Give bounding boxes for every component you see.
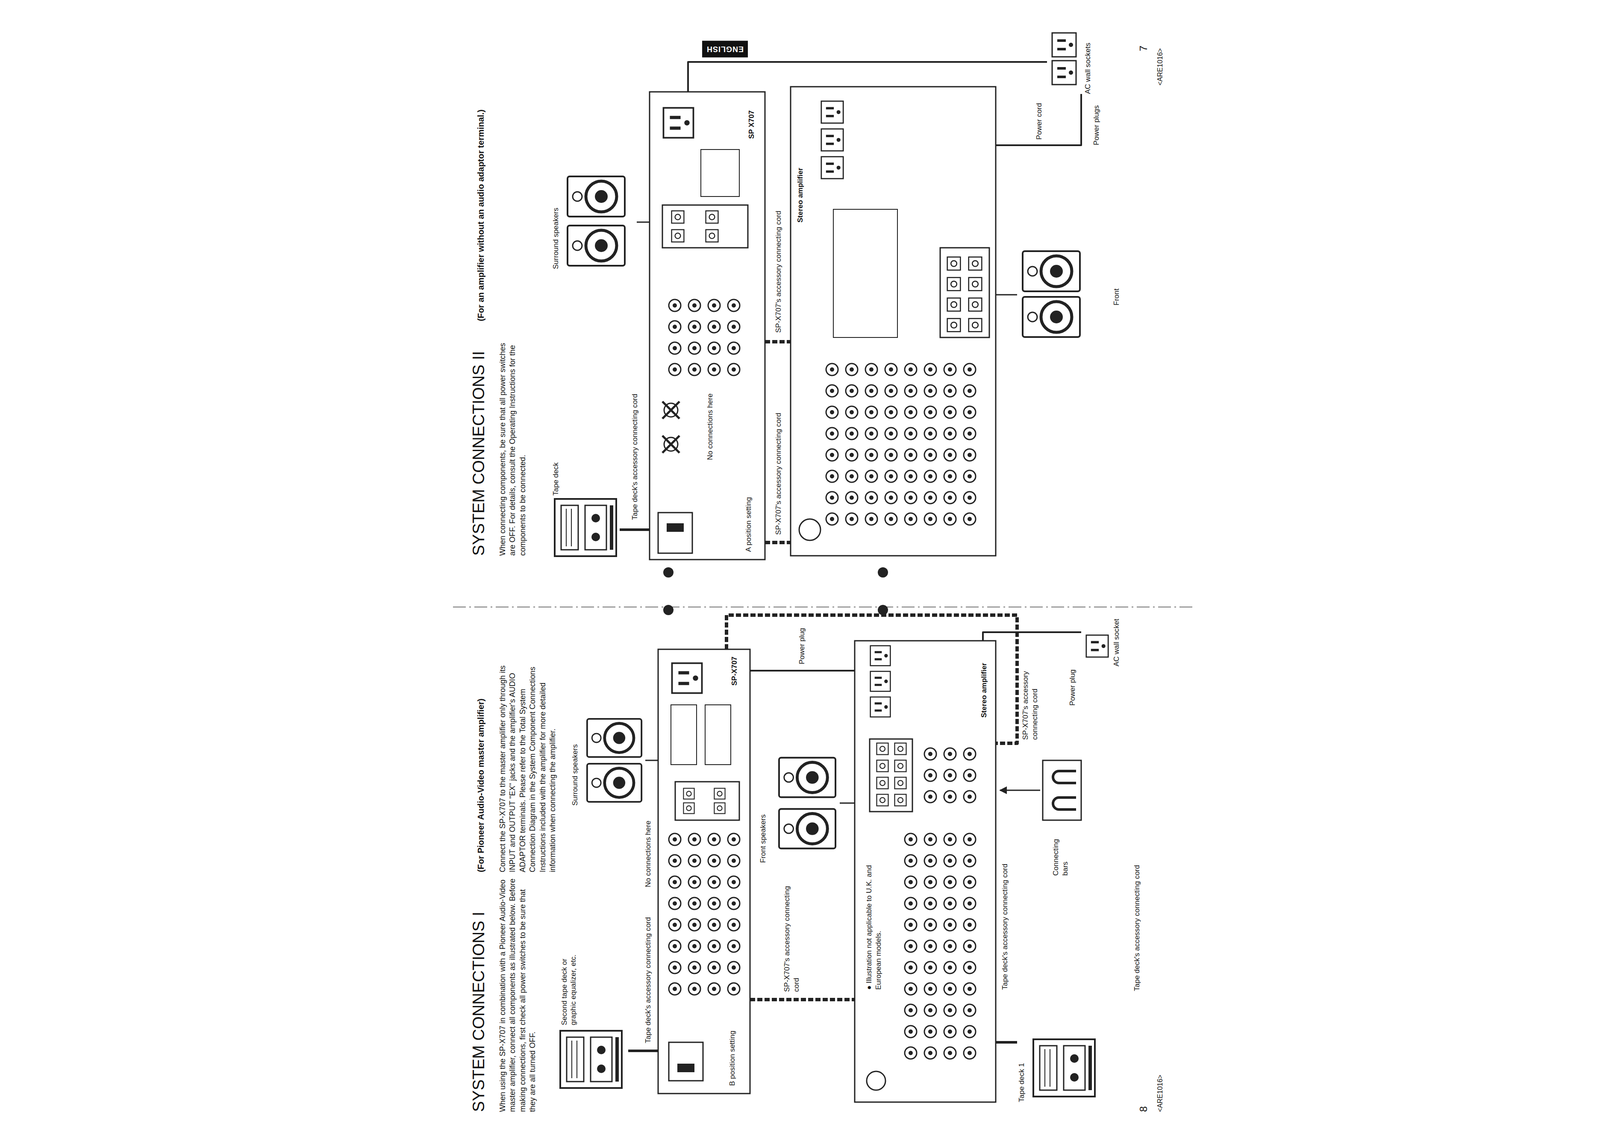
cable-connector — [764, 340, 791, 344]
node-label: AC wall socket — [1111, 615, 1121, 667]
jack-note: No connections here — [643, 819, 654, 889]
cord-label: SP-X707's accessory connecting cord — [773, 209, 784, 335]
cord-note: Tape deck's accessory connecting cord — [1132, 865, 1142, 992]
speaker-pair: Surround speakers — [570, 714, 646, 806]
cable-connector — [750, 998, 855, 1002]
cable-connector — [636, 221, 650, 224]
wall-socket: AC wall sockets — [1047, 28, 1120, 95]
cable-connector — [619, 528, 650, 532]
page-subheading: (For an amplifier without an audio adapt… — [475, 109, 487, 322]
page-number: 7 — [1136, 45, 1150, 52]
cable-connector — [995, 94, 1082, 146]
wall-socket: AC wall socket — [1081, 613, 1137, 667]
instruction-text: When connecting components, be sure that… — [497, 333, 528, 556]
node-label: Surround speakers — [551, 207, 561, 270]
cable-connector — [628, 1050, 659, 1053]
cable-connector — [764, 541, 791, 545]
page-subheading: (For Pioneer Audio-Video master amplifie… — [475, 698, 487, 873]
speaker-pair: Front — [1017, 247, 1124, 342]
tape-deck: Tape deck — [547, 452, 620, 560]
speaker-pair: Front speakers — [758, 752, 840, 864]
cord-label: Tape deck's accessory connecting cord — [643, 916, 654, 1045]
node-label: Surround speakers — [570, 744, 580, 806]
language-tab: ENGLISH — [702, 40, 748, 58]
cable-connector — [995, 1041, 1018, 1045]
cable-connector — [839, 802, 855, 805]
document-code: <ARE1016> — [1155, 48, 1165, 86]
processor-unit: SP X707 — [649, 91, 765, 560]
node-label: Front speakers — [758, 814, 768, 864]
node-label: Tape deck 1 — [1017, 1063, 1027, 1103]
amplifier-unit: Stereo amplifier — [790, 86, 996, 556]
cord-label: Tape deck's accessory connecting cord — [629, 392, 641, 522]
tape-deck: Tape deck 1 — [1017, 1000, 1103, 1103]
plug-note: Power plugs — [1091, 105, 1102, 146]
node-label: AC wall sockets — [1083, 29, 1093, 95]
node-label: Second tape deck or graphic equalizer, e… — [559, 940, 579, 1026]
cord-label: SP-X707's accessory connecting cord — [782, 869, 802, 994]
cord-label: Power cord — [1034, 101, 1045, 142]
cord-label: Power plug — [1067, 668, 1078, 708]
part-callout: Connecting bars — [1051, 829, 1071, 877]
tape-deck: Second tape deck or graphic equalizer, e… — [551, 938, 629, 1092]
node-label: SP X707 — [747, 110, 756, 139]
switch-note: A position setting — [743, 495, 754, 554]
jack-note: No connections here — [705, 392, 716, 462]
cable-connector — [995, 294, 1018, 296]
instruction-text: Connect the SP-X707 to the master amplif… — [497, 650, 558, 873]
cable-connector — [688, 61, 1048, 92]
cord-label: Power plug — [797, 626, 808, 666]
cable-connector — [726, 615, 1018, 744]
node-label: Tape deck — [551, 455, 561, 496]
switch-note: B position setting — [727, 1029, 738, 1088]
node-label: Stereo amplifier — [979, 663, 989, 719]
cord-label: SP-X707's accessory connecting cord — [773, 411, 784, 537]
page-heading: SYSTEM CONNECTIONS II — [468, 351, 490, 556]
cable-connector — [645, 760, 659, 762]
node-label: Front — [1111, 288, 1121, 306]
page-number: 8 — [1136, 1106, 1150, 1113]
processor-unit: SP-X707 — [658, 649, 750, 1095]
speaker-pair: Surround speakers — [551, 170, 637, 270]
node-label: Stereo amplifier — [795, 167, 805, 224]
page-heading: SYSTEM CONNECTIONS I — [468, 911, 490, 1113]
node-label: SP-X707 — [729, 656, 739, 686]
instruction-text: When using the SP-X707 in combination wi… — [497, 877, 539, 1113]
cord-label: SP-X707's accessory connecting cord — [1020, 636, 1041, 742]
cable-connector — [750, 670, 855, 672]
model-note: ● Illustration not applicable to U.K. an… — [864, 852, 884, 992]
cord-label: Tape deck's accessory connecting cord — [1000, 862, 1011, 992]
document-code: <ARE1016> — [1155, 1075, 1165, 1113]
